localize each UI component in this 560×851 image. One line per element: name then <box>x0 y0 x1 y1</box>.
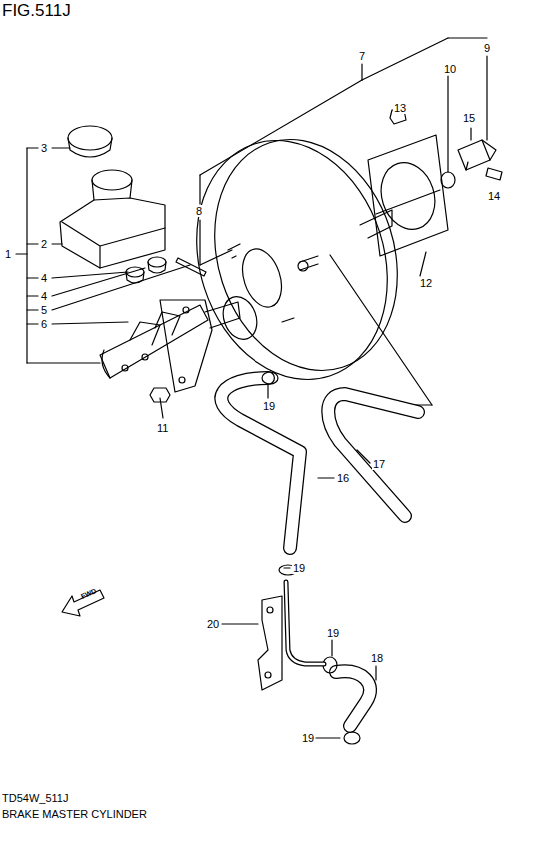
figure-title: FIG.511J <box>2 2 71 20</box>
bolt <box>486 168 502 180</box>
callout-number: 19 <box>301 732 315 744</box>
callout-number: 13 <box>393 102 407 114</box>
brake-booster <box>167 116 440 405</box>
arrow-text: FWD <box>79 587 99 602</box>
gasket <box>368 135 448 256</box>
callout-number: 9 <box>483 42 491 54</box>
callout-number: 16 <box>336 472 350 484</box>
washer-nut <box>441 172 455 188</box>
figure-caption: BRAKE MASTER CYLINDER <box>2 808 147 820</box>
callout-number: 15 <box>462 112 476 124</box>
callout-number: 20 <box>206 618 220 630</box>
callout-number: 19 <box>292 562 306 574</box>
callout-number: 14 <box>487 190 501 202</box>
callout-number: 5 <box>40 304 48 316</box>
callout-number: 19 <box>326 627 340 639</box>
callout-number: 10 <box>443 63 457 75</box>
callout-number: 1 <box>4 248 12 260</box>
callout-number: 4 <box>40 272 48 284</box>
leader-lines <box>16 38 487 738</box>
callout-number: 6 <box>40 318 48 330</box>
bracket-clip <box>458 140 496 170</box>
callout-number: 2 <box>40 238 48 250</box>
hoses <box>221 378 418 726</box>
grommets <box>126 257 206 283</box>
callout-number: 18 <box>370 652 384 664</box>
callout-number: 11 <box>156 422 169 434</box>
callout-number: 17 <box>372 458 386 470</box>
figure-code: TD54W_511J <box>2 792 68 804</box>
reservoir-tank <box>60 170 165 268</box>
callout-number: 4 <box>40 290 48 302</box>
pipe-bracket <box>258 582 324 690</box>
callout-number: 3 <box>40 142 48 154</box>
callout-number: 12 <box>419 277 433 289</box>
hose-clamps <box>262 372 360 744</box>
reservoir-cap <box>68 126 112 157</box>
nut <box>150 388 170 402</box>
callout-number: 8 <box>195 205 203 217</box>
callout-number: 19 <box>262 400 276 412</box>
callout-number: 7 <box>358 50 366 62</box>
